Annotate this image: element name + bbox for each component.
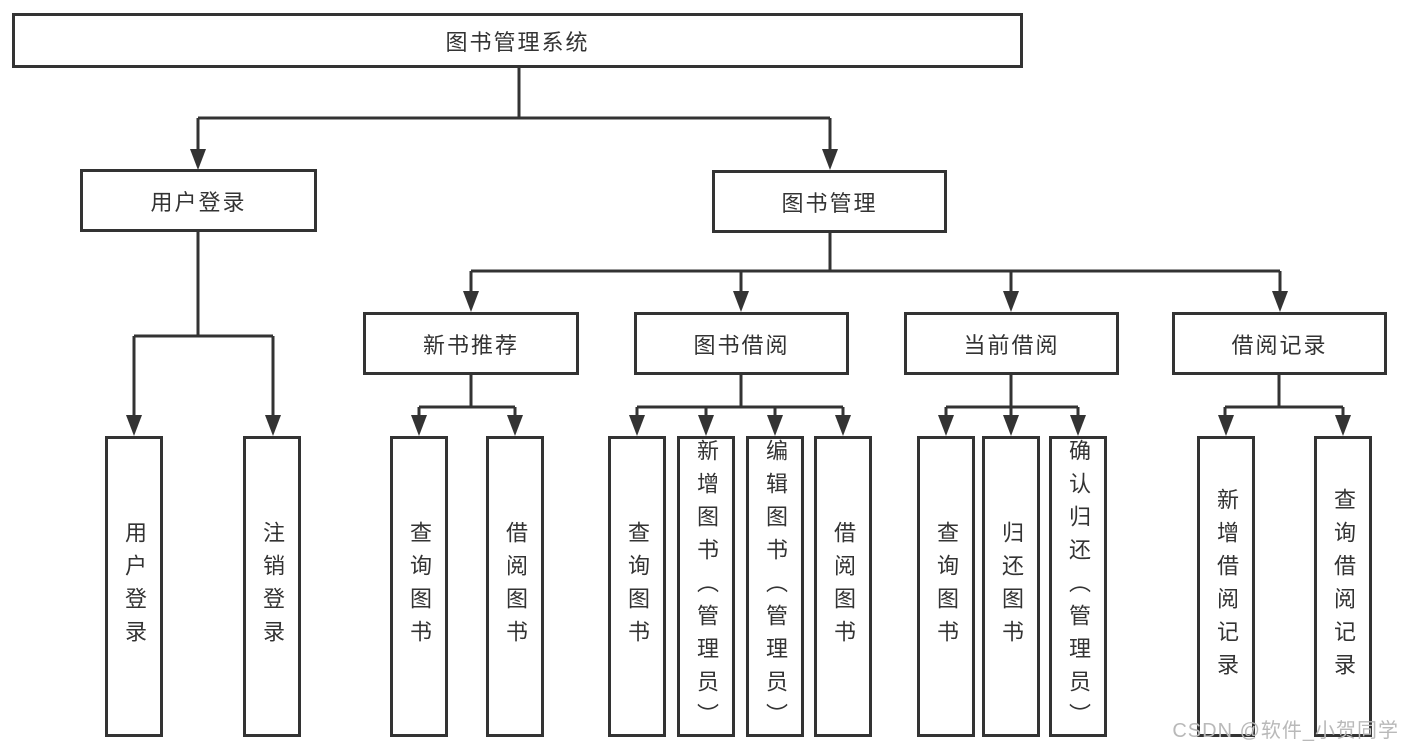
leaf-add-borrow-record: 新增借阅记录: [1197, 436, 1255, 737]
leaf-borrow-books-1: 借阅图书: [486, 436, 544, 737]
arrowheads: [126, 149, 1351, 436]
node-book-borrow: 图书借阅: [634, 312, 849, 375]
watermark: CSDN @软件_小贺同学: [1172, 720, 1399, 742]
leaf-user-login: 用户登录: [105, 436, 163, 737]
leaf-borrow-books-2: 借阅图书: [814, 436, 872, 737]
leaf-return-book: 归还图书: [982, 436, 1040, 737]
leaf-query-books-1: 查询图书: [390, 436, 448, 737]
node-user-login: 用户登录: [80, 169, 317, 232]
leaf-query-books-2: 查询图书: [608, 436, 666, 737]
node-current-borrow: 当前借阅: [904, 312, 1119, 375]
node-new-book-recommend: 新书推荐: [363, 312, 579, 375]
leaf-add-book-admin: 新增图书（管理员）: [677, 436, 735, 737]
leaf-edit-book-admin: 编辑图书（管理员）: [746, 436, 804, 737]
leaf-confirm-return-admin: 确认归还（管理员）: [1049, 436, 1107, 737]
node-book-management: 图书管理: [712, 170, 947, 233]
leaf-query-borrow-record: 查询借阅记录: [1314, 436, 1372, 737]
node-borrow-records: 借阅记录: [1172, 312, 1387, 375]
node-root-system: 图书管理系统: [12, 13, 1023, 68]
leaf-query-books-3: 查询图书: [917, 436, 975, 737]
leaf-logout: 注销登录: [243, 436, 301, 737]
